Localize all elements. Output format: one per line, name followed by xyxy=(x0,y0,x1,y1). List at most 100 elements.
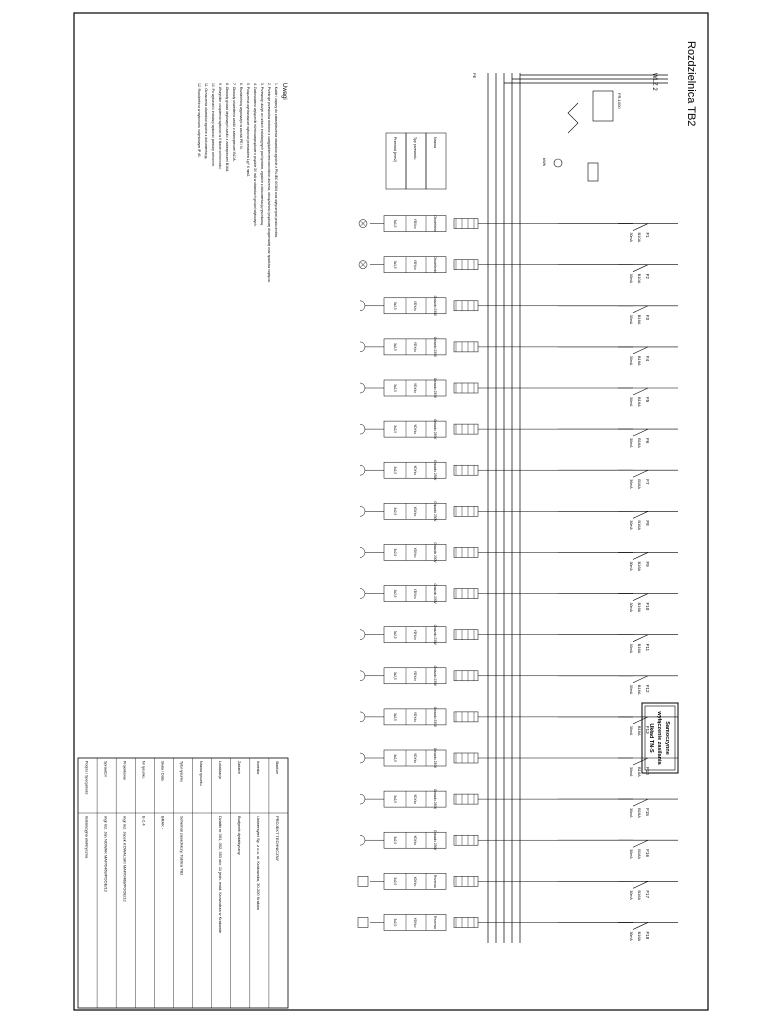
socket-symbol xyxy=(359,588,366,599)
circuit-size: 3x2,5 xyxy=(393,672,397,680)
circuit-size: 3x2,5 xyxy=(393,343,397,351)
title-block-label: Skala / Data xyxy=(161,761,165,781)
terminal-block xyxy=(453,300,479,312)
title-block-label: Zadanie xyxy=(237,761,241,774)
breaker-symbol xyxy=(618,469,649,478)
title-block-value: BRAK - xyxy=(161,816,166,830)
circuit-cable: YDYżo xyxy=(413,547,417,557)
circuit-name: Gniazdo 230V xyxy=(433,501,437,522)
terminal-block xyxy=(453,629,479,640)
breaker-rating: B16A xyxy=(637,603,642,613)
circuit-cable: YDYżo xyxy=(413,753,417,763)
breaker-rating: B16A xyxy=(637,849,642,859)
rcd-rating: 30mA xyxy=(629,397,633,407)
breaker-symbol xyxy=(618,839,649,848)
circuit-cable: YDYżo xyxy=(413,465,417,475)
rcd-rating: 30mA xyxy=(629,479,633,489)
circuit-cable: YDYżo xyxy=(413,917,417,927)
rcd-rating: 30mA xyxy=(629,808,633,818)
breaker-id: F1 xyxy=(645,233,650,239)
title-block-frame xyxy=(77,757,289,1009)
breaker-rating: B16A xyxy=(637,808,642,818)
main-switch-label: FR-1000 xyxy=(617,93,622,109)
breaker-rating: B16A xyxy=(637,561,642,571)
circuit-name: Gniazdo 230V xyxy=(433,337,437,358)
circuit-cable: YDYżo xyxy=(413,219,417,229)
breaker-rating: B16A xyxy=(637,890,642,900)
title-block-value: Uniwersytet Sp. z o.o. ul. Krakowska, 30… xyxy=(256,816,261,910)
breaker-id: F14 xyxy=(645,767,650,775)
note-line: 5. Połączenia wyrównawcze wykonać przewo… xyxy=(246,83,250,177)
breaker-symbol xyxy=(618,757,649,766)
socket-symbol xyxy=(359,547,366,558)
socket-symbol xyxy=(359,341,366,353)
rcd-line-1: Samoczynne xyxy=(664,721,670,755)
title-block-label: Tytuł rysunku xyxy=(180,761,184,782)
note-line: 8. Obwody gniazd wtykowych zasilić z zab… xyxy=(225,83,229,172)
terminal-block xyxy=(453,423,479,435)
circuit-name: Gniazdo 230V xyxy=(433,378,437,399)
breaker-symbol xyxy=(618,305,649,314)
breaker-id: F5 xyxy=(645,397,650,403)
breaker-rating: B16A xyxy=(637,644,642,654)
legend-row-label: Nazwa xyxy=(433,137,437,148)
title-block-value: Budynek dydaktyczny xyxy=(237,816,242,855)
circuit-cable: YDYżo xyxy=(413,671,417,681)
lamp-symbol xyxy=(358,219,368,228)
breaker-id: F3 xyxy=(645,315,650,321)
notes-heading: Uwagi xyxy=(281,83,287,100)
circuit-size: 3x2,5 xyxy=(393,590,397,598)
board-title: Rozdzielnica TB2 xyxy=(685,41,697,126)
rcd-line-2: wyłączenie zasilania xyxy=(656,710,662,765)
terminal-block xyxy=(453,218,479,229)
terminal-block xyxy=(453,670,479,682)
rcd-rating: 30mA xyxy=(629,726,633,736)
terminal-block xyxy=(453,259,479,270)
circuit-size: 3x2,5 xyxy=(393,631,397,639)
note-line: 6. Rozdzielnicę wyposażyć w zaciski PE i… xyxy=(239,83,243,150)
rcd-rating: 30mA xyxy=(629,520,633,530)
circuit-name: Gniazdo 230V xyxy=(433,296,437,317)
breaker-symbol xyxy=(618,593,649,601)
circuit-size: 3x1,5 xyxy=(393,261,397,269)
circuit-size: 3x2,5 xyxy=(393,549,397,557)
breaker-symbol xyxy=(618,552,649,560)
breaker-rating: B10A xyxy=(637,233,642,243)
lamp-symbol xyxy=(553,158,563,168)
surge-protector-symbol xyxy=(567,102,579,134)
breaker-symbol xyxy=(618,798,649,807)
circuit-cable: YDYżo xyxy=(413,630,417,640)
title-block-label: Projektował xyxy=(122,761,126,780)
socket-symbol xyxy=(359,506,366,517)
circuit-size: 3x1,5 xyxy=(393,220,397,228)
breaker-id: F17 xyxy=(645,890,650,898)
circuit-size: 3x2,5 xyxy=(393,466,397,474)
terminal-block xyxy=(453,793,479,805)
rcd-rating: 30mA xyxy=(629,561,633,571)
notes-block: Uwagi 1. Kable i zapory do zabezpieczeni… xyxy=(197,83,287,283)
breaker-id: F10 xyxy=(645,603,650,611)
circuit-name: Gniazdo 230V xyxy=(433,748,437,769)
rcd-rating: 30mA xyxy=(629,233,633,243)
breaker-rating: B16A xyxy=(637,438,642,448)
lamp-cross xyxy=(359,220,367,227)
rcd-line-3: Układ TN-S xyxy=(648,723,654,753)
circuit-cable: YDYżo xyxy=(413,589,417,599)
title-block-label: Sprawdził xyxy=(103,761,107,777)
socket-symbol xyxy=(359,670,366,682)
breaker-id: F18 xyxy=(645,931,650,939)
